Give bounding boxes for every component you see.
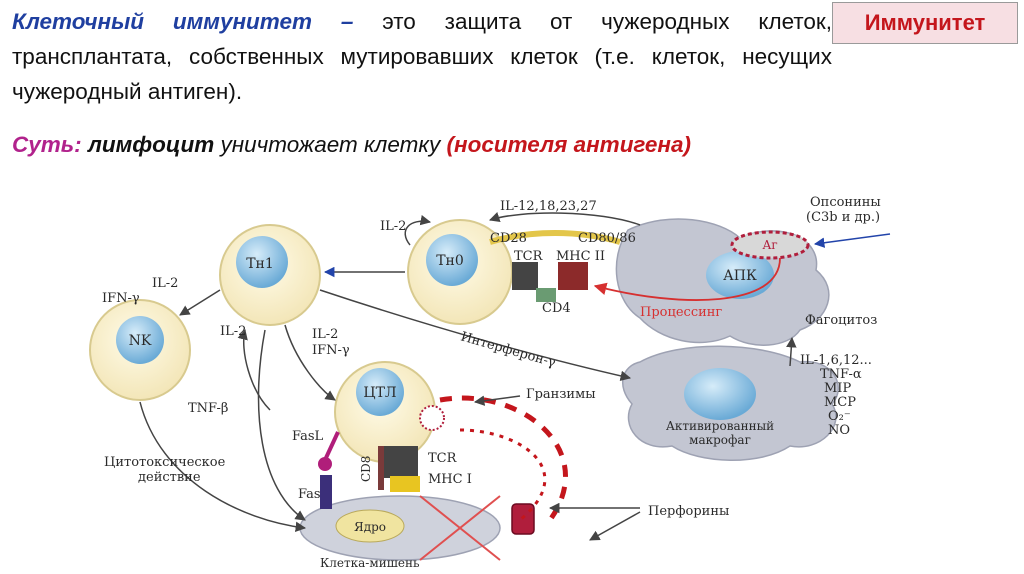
fasl-label: FasL [292, 429, 324, 444]
definition-term: Клеточный иммунитет – [12, 9, 354, 34]
fasl-stalk [323, 431, 340, 461]
th0-nucleus [426, 234, 478, 286]
arrow-macro-cytokines [786, 336, 797, 367]
essence-subject: лимфоцит [87, 132, 215, 157]
cd28-label: CD28 [490, 231, 527, 246]
il2-th0-label: IL-2 [380, 219, 406, 234]
phagocytosis-label: Фагоцитоз [805, 313, 877, 328]
arrow-opsonins [813, 233, 891, 248]
cd4-receptor [536, 288, 556, 302]
ctl-label: ЦТЛ [363, 385, 396, 401]
arrow-th1-to-nk [179, 289, 221, 316]
tcr-top-label: TCR [514, 249, 544, 264]
arrow-il2-mid [237, 328, 271, 411]
fasl-ligand [318, 457, 332, 471]
target-label: Клетка-мишень [320, 556, 420, 570]
cd8-receptor [378, 446, 384, 490]
tcr-receptor-ctl [380, 446, 418, 478]
arrow-th1-to-ctl [284, 324, 336, 401]
mhc1-receptor [390, 476, 420, 492]
granule-stream-2 [459, 428, 547, 522]
target-nucleus [335, 509, 405, 543]
arrow-granzymes [473, 395, 521, 406]
nk-nucleus [116, 316, 164, 364]
th0-label: Tн0 [436, 253, 464, 269]
cytokine-label-2: TNF-α [820, 367, 862, 382]
macrophage-label-2: макрофаг [689, 433, 751, 447]
ifng-ctl-label: IFN-γ [312, 343, 350, 358]
opsonins-label-2: (C3b и др.) [806, 210, 880, 225]
ctl-nucleus [356, 368, 404, 416]
perforins-label: Перфорины [648, 504, 729, 519]
cytotox-label-2: действие [138, 470, 201, 485]
arrow-interferon [319, 289, 632, 382]
nucleus-label: Ядро [354, 520, 386, 534]
th1-label: Tн1 [246, 256, 274, 272]
arrow-nk-to-target [139, 401, 307, 533]
cellular-immunity-diagram: Tн1 Tн0 NK ЦТЛ АПК Активированный макроф… [89, 195, 891, 570]
cytokine-label-5: O₂⁻ [828, 409, 851, 424]
il2-ctl-label: IL-2 [312, 327, 338, 342]
essence-verb: уничтожает клетку [220, 132, 441, 157]
macrophage-nucleus [684, 368, 756, 420]
tnfb-label: TNF-β [188, 401, 228, 416]
interferon-label: Интерферон-γ [459, 329, 558, 371]
cytokine-label-1: IL-1,6,12... [800, 353, 872, 368]
nk-label: NK [129, 333, 152, 349]
apc-label: АПК [723, 268, 757, 284]
topic-badge: Иммунитет [832, 2, 1018, 44]
target-cross-2 [419, 495, 501, 561]
arrow-tnfb [257, 329, 306, 521]
definition-text: это защита от чужеродных клеток, транспл… [12, 9, 832, 104]
il2-nk-label: IL-2 [152, 276, 178, 291]
il2-mid-label: IL-2 [220, 324, 246, 339]
tcr-receptor-th0 [512, 262, 538, 290]
fas-receptor [320, 475, 332, 509]
cytokine-label-6: NO [828, 423, 850, 438]
cytokine-label-3: MIP [824, 381, 851, 396]
definition-paragraph: Клеточный иммунитет – это защита от чуже… [12, 4, 832, 109]
cd8-label: CD8 [359, 456, 373, 482]
cd80-label: CD80/86 [578, 231, 636, 246]
antigen-label: Аг [762, 238, 777, 252]
essence-line: Суть: лимфоцит уничтожает клетку (носите… [12, 132, 691, 158]
antigen-particle [730, 230, 810, 260]
cd28-bridge [489, 230, 621, 245]
tcr-bottom-label: TCR [428, 451, 458, 466]
mhc2-label: MHC II [556, 249, 605, 264]
processing-label: Процессинг [640, 305, 722, 320]
arrow-perforins-2 [589, 511, 641, 541]
opsonins-label-1: Опсонины [810, 195, 881, 210]
arrow-processing [593, 257, 781, 301]
arrow-il2-th0 [404, 215, 432, 246]
cytotox-label-1: Цитотоксическое [104, 455, 226, 470]
cytokine-label-4: MCP [824, 395, 856, 410]
granzyme-vesicle [419, 405, 445, 431]
il-top-label: IL-12,18,23,27 [500, 199, 597, 214]
fas-label: Fas [298, 487, 321, 502]
essence-parenthesis: (носителя антигена) [446, 132, 692, 157]
macrophage-label-1: Активированный [666, 419, 774, 433]
essence-label: Суть: [12, 132, 82, 157]
mhc1-label: MHC I [428, 472, 472, 487]
ifng-nk-label: IFN-γ [102, 291, 140, 306]
granzymes-label: Гранзимы [526, 387, 596, 402]
mhc2-receptor [558, 262, 588, 290]
th1-nucleus [236, 236, 288, 288]
apc-nucleus [706, 251, 774, 299]
cd4-label: CD4 [542, 301, 571, 316]
arrow-il-top [489, 212, 641, 226]
granule-stream [439, 395, 568, 522]
